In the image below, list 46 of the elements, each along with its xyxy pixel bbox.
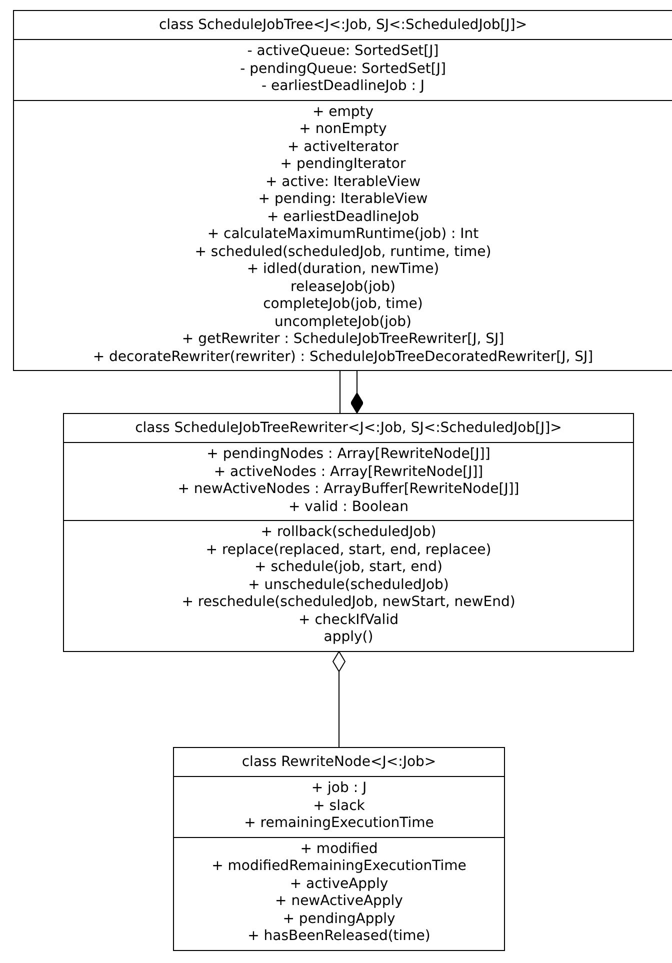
member-text: + active: IterableView: [265, 174, 421, 191]
member-text: + reschedule(scheduledJob, newStart, newEnd): [182, 594, 516, 612]
member-text: + activeNodes : Array[RewriteNode[J]]: [214, 464, 484, 481]
member-text: - earliestDeadlineJob : J: [261, 78, 425, 96]
member-text: + activeApply: [290, 876, 388, 893]
member-text: + unschedule(scheduledJob): [248, 576, 449, 594]
class-name: class ScheduleJobTreeRewriter<J<:Job, SJ<:ScheduledJob[J]>: [135, 420, 562, 437]
class-name: class ScheduleJobTree<J<:Job, SJ<:ScheduledJob[J]>: [158, 17, 528, 34]
member-text: + newActiveApply: [275, 893, 403, 910]
member-text: completeJob(job, time): [263, 296, 423, 314]
class-name: class RewriteNode<J<:Job>: [242, 754, 436, 771]
member-text: + nonEmpty: [299, 121, 387, 138]
association-line: [332, 651, 346, 748]
member-text: + hasBeenReleased(time): [248, 928, 430, 946]
member-text: + pendingNodes : Array[RewriteNode[J]]: [206, 446, 490, 464]
association-line: [350, 370, 364, 414]
member-text: + pendingIterator: [280, 156, 406, 174]
member-text: + activeIterator: [287, 138, 399, 156]
member-text: + pendingApply: [282, 910, 396, 928]
member-text: + scheduled(scheduledJob, runtime, time): [194, 244, 492, 261]
member-text: + modifiedRemainingExecutionTime: [212, 858, 466, 876]
member-text: apply(): [324, 629, 374, 646]
member-text: uncompleteJob(job): [274, 314, 412, 331]
member-text: + idled(duration, newTime): [246, 261, 440, 278]
member-text: + modified: [300, 840, 378, 858]
class-box: [63, 413, 634, 652]
member-text: + decorateRewriter(rewriter) : ScheduleJobTreeDecoratedRewriter[J, SJ]: [92, 348, 594, 366]
member-text: + checkIfValid: [298, 612, 398, 629]
member-text: - activeQueue: SortedSet[J]: [247, 43, 439, 60]
member-text: - pendingQueue: SortedSet[J]: [240, 60, 446, 78]
member-text: + schedule(job, start, end): [254, 559, 442, 576]
member-text: + newActiveNodes : ArrayBuffer[RewriteNode[J]]: [178, 481, 520, 498]
member-text: + getRewriter : ScheduleJobTreeRewriter[J, SJ]: [182, 331, 504, 348]
member-text: + remainingExecutionTime: [244, 815, 434, 832]
member-text: + empty: [312, 104, 374, 121]
member-text: + earliestDeadlineJob: [266, 208, 419, 226]
member-text: + calculateMaximumRuntime(job) : Int: [207, 226, 479, 244]
member-text: + pending: IterableView: [258, 191, 428, 208]
class-box: [13, 10, 672, 371]
member-text: + job : J: [311, 780, 367, 798]
member-text: + replace(replaced, start, end, replacee): [206, 542, 492, 559]
member-text: releaseJob(job): [290, 278, 396, 296]
member-text: + valid : Boolean: [288, 498, 409, 516]
member-text: + rollback(scheduledJob): [260, 524, 436, 542]
member-text: + slack: [313, 798, 365, 815]
class-box: [173, 747, 505, 950]
